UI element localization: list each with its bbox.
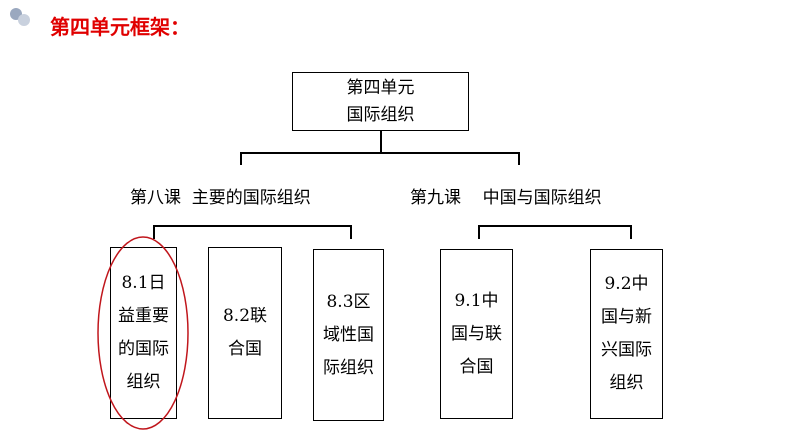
lesson-box: 8.2联合国: [208, 247, 282, 419]
connector: [240, 152, 242, 165]
lesson-9-label: 第九课 中国与国际组织: [410, 188, 602, 208]
lesson-box: 9.1中国与联合国: [440, 249, 513, 419]
box-text: 8.3区域性国际组织: [322, 291, 374, 378]
connector: [153, 225, 155, 239]
box-text: 8.1日益重要的国际组织: [117, 273, 169, 392]
logo-icon: [10, 8, 30, 26]
connector: [240, 152, 519, 154]
lesson-8-label: 第八课 主要的国际组织: [130, 188, 311, 208]
lesson-box: 9.2中国与新兴国际组织: [590, 249, 663, 419]
box-text: 8.2联合国: [222, 306, 268, 359]
connector: [380, 131, 382, 153]
root-box: 第四单元 国际组织: [292, 72, 469, 131]
root-line2: 国际组织: [346, 104, 415, 125]
connector: [478, 225, 480, 239]
box-text: 9.2中国与新兴国际组织: [600, 274, 652, 393]
connector: [153, 225, 351, 227]
box-text: 9.1中国与联合国: [450, 290, 502, 377]
connector: [630, 225, 632, 239]
lesson-box: 8.3区域性国际组织: [313, 249, 384, 421]
connector: [350, 225, 352, 239]
connector: [518, 152, 520, 165]
root-line1: 第四单元: [346, 77, 415, 98]
lesson-box: 8.1日益重要的国际组织: [110, 247, 177, 419]
connector: [478, 225, 631, 227]
slide-title: 第四单元框架：: [50, 15, 190, 39]
